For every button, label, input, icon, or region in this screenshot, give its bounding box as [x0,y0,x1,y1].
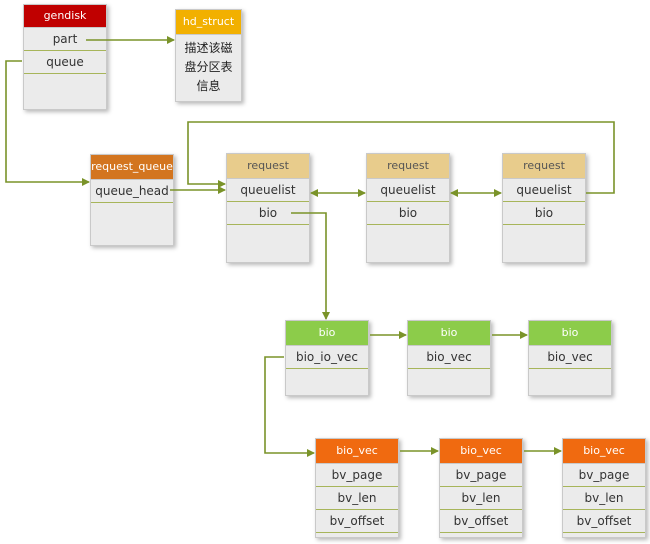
bio-field-bio-vec: bio_vec [529,346,611,369]
request-field-bio: bio [503,202,585,225]
bio-vec-header: bio_vec [563,439,645,464]
bio-vec-field-bv-len: bv_len [563,487,645,510]
bio-vec-field-bv-offset: bv_offset [440,510,522,533]
request-box: request queuelist bio [502,153,586,263]
request-field-bio: bio [367,202,449,225]
request-header: request [503,154,585,179]
request-queue-header: request_queue [91,155,173,180]
gendisk-box: gendisk part queue [23,4,107,110]
request-field-queuelist: queuelist [367,179,449,202]
bio-vec-header: bio_vec [440,439,522,464]
bio-vec-header: bio_vec [316,439,398,464]
request-header: request [367,154,449,179]
bio-header: bio [529,321,611,346]
request-queue-field-queue-head: queue_head [91,180,173,203]
request-field-bio: bio [227,202,309,225]
bio-box: bio bio_io_vec [285,320,369,396]
hd-struct-note: 描述该磁 盘分区表 信息 [184,41,233,93]
request-box: request queuelist bio [366,153,450,263]
request-queue-box: request_queue queue_head [90,154,174,246]
gendisk-field-queue: queue [24,51,106,74]
hd-struct-box: hd_struct 描述该磁 盘分区表 信息 [175,9,242,102]
bio-box: bio bio_vec [407,320,491,396]
gendisk-header: gendisk [24,5,106,28]
bio-vec-field-bv-page: bv_page [316,464,398,487]
bio-vec-field-bv-offset: bv_offset [563,510,645,533]
bio-header: bio [286,321,368,346]
hd-struct-header: hd_struct [176,10,241,35]
request-header: request [227,154,309,179]
request-field-queuelist: queuelist [227,179,309,202]
bio-vec-box: bio_vec bv_page bv_len bv_offset [439,438,523,538]
bio-header: bio [408,321,490,346]
bio-field-bio-vec: bio_vec [408,346,490,369]
bio-box: bio bio_vec [528,320,612,396]
bio-vec-field-bv-len: bv_len [440,487,522,510]
bio-field-bio-io-vec: bio_io_vec [286,346,368,369]
request-field-queuelist: queuelist [503,179,585,202]
bio-vec-box: bio_vec bv_page bv_len bv_offset [315,438,399,538]
bio-vec-field-bv-page: bv_page [440,464,522,487]
request-box: request queuelist bio [226,153,310,263]
bio-vec-field-bv-offset: bv_offset [316,510,398,533]
bio-vec-field-bv-len: bv_len [316,487,398,510]
gendisk-field-part: part [24,28,106,51]
bio-vec-field-bv-page: bv_page [563,464,645,487]
bio-vec-box: bio_vec bv_page bv_len bv_offset [562,438,646,538]
